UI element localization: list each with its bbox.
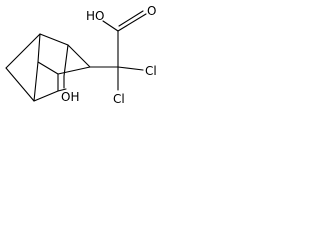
bond — [102, 20, 119, 32]
bond — [37, 61, 59, 75]
bond — [57, 66, 91, 75]
carbonyl-double-bond-outer — [117, 13, 147, 32]
bond — [37, 33, 41, 63]
bond — [39, 33, 69, 46]
carbonyl-oxygen-label: O — [147, 4, 156, 18]
chemical-structure-diagram: HO O Cl Cl OH — [5, 4, 157, 106]
bond — [117, 66, 144, 71]
bond — [33, 61, 39, 102]
adamantane-cage — [5, 33, 91, 102]
bond — [5, 33, 41, 69]
bond — [67, 44, 91, 68]
carbonyl-double-bond-inner — [118, 10, 144, 27]
bond — [57, 88, 67, 92]
chlorine-upper-label: Cl — [145, 64, 157, 78]
side-chain — [89, 10, 147, 91]
bond — [5, 67, 35, 102]
carboxyl-hydroxyl-label: HO — [86, 9, 104, 23]
chemical-structure-canvas: HO O Cl Cl OH — [0, 0, 174, 117]
bond — [63, 44, 69, 77]
ring-hydroxyl-label: OH — [61, 90, 79, 104]
bond — [33, 90, 59, 102]
chlorine-lower-label: Cl — [113, 92, 125, 106]
